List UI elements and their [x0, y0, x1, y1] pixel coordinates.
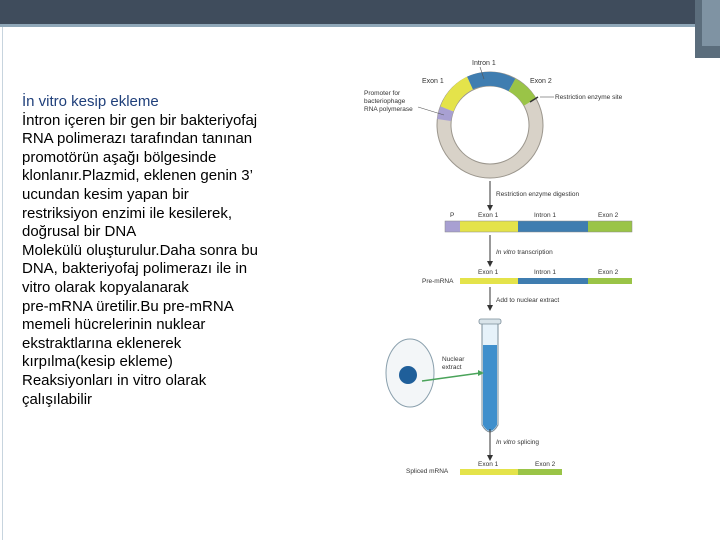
slide-body-line: çalışılabilir	[22, 390, 93, 408]
dna-exon2-block	[588, 221, 632, 232]
spliced-exon1-bar	[460, 469, 518, 475]
label-exon2-a: Exon 2	[598, 212, 619, 219]
label-exon2-top: Exon 2	[530, 78, 552, 85]
label-exon1-top: Exon 1	[422, 78, 444, 85]
slide-body-line: RNA polimerazı tarafından tanınan	[22, 130, 253, 148]
plasmid-promoter-segment	[437, 106, 454, 122]
spliced-exon2-bar	[518, 469, 562, 475]
label-restriction-site: Restriction enzyme site	[555, 94, 623, 101]
step-add-nuclear-extract: Add to nuclear extract	[496, 297, 559, 304]
label-exon1-c: Exon 1	[478, 461, 499, 468]
label-spliced-mrna: Spliced mRNA	[406, 468, 449, 475]
label-promoter-2: bacteriophage	[364, 98, 406, 105]
premrna-exon1-bar	[460, 278, 518, 284]
dna-exon1-block	[460, 221, 518, 232]
label-promoter-1: Promoter for	[364, 90, 401, 97]
slide-top-bar-accent	[0, 24, 720, 27]
slide-body-line: klonlanır.Plazmid, eklenen genin 3’	[22, 167, 253, 185]
label-nuclear-1: Nuclear	[442, 356, 465, 363]
slide-body-line: DNA, bakteriyofaj polimerazı ile in	[22, 260, 248, 278]
slide-corner-block-light	[702, 0, 720, 46]
step-in-vitro-transcription: In vitro transcription	[496, 249, 553, 256]
label-premrna: Pre-mRNA	[422, 278, 454, 285]
slide-text-block: İn vitro kesip ekleme İntron içeren bir …	[22, 93, 322, 409]
step-in-vitro-splicing: In vitro splicing	[496, 439, 539, 446]
slide-body-line: doğrusal bir DNA	[22, 223, 137, 241]
slide-title: İn vitro kesip ekleme	[22, 93, 159, 110]
premrna-intron1-bar	[518, 278, 588, 284]
slide-body-line: İntron içeren bir gen bir bakteriyofaj	[22, 111, 258, 129]
label-intron1-a: Intron 1	[534, 212, 556, 219]
label-exon1-a: Exon 1	[478, 212, 499, 219]
slide-body-line: kırpılma(kesip ekleme)	[22, 353, 173, 371]
plasmid-exon1-segment	[440, 76, 474, 112]
slide-body-line: promotörün aşağı bölgesinde	[22, 148, 217, 166]
slide-left-border	[2, 27, 3, 540]
label-exon1-b: Exon 1	[478, 269, 499, 276]
label-intron1-top: Intron 1	[472, 60, 496, 67]
step-restriction-digestion: Restriction enzyme digestion	[496, 191, 579, 198]
slide-top-bar	[0, 0, 720, 24]
slide-body-line: Reaksiyonları in vitro olarak	[22, 371, 207, 389]
label-intron1-b: Intron 1	[534, 269, 556, 276]
dna-intron1-block	[518, 221, 588, 232]
dna-promoter-block	[445, 221, 460, 232]
slide-body-line: ucundan kesim yapan bir	[22, 185, 189, 203]
slide-body-line: vitro olarak kopyalanarak	[22, 278, 189, 296]
label-promoter-3: RNA polymerase	[364, 106, 413, 113]
premrna-exon2-bar	[588, 278, 632, 284]
slide-body-line: Molekülü oluşturulur.Daha sonra bu	[22, 241, 258, 259]
plasmid-exon2-segment	[508, 78, 536, 106]
label-p: P	[450, 212, 454, 219]
plasmid-intron1-segment	[467, 71, 516, 92]
slide-body-line: pre-mRNA üretilir.Bu pre-mRNA	[22, 297, 234, 315]
slide-body-line: ekstraktlarına eklenerek	[22, 334, 182, 352]
slide-body-line: memeli hücrelerinin nuklear	[22, 316, 206, 334]
label-nuclear-2: extract	[442, 364, 462, 371]
slide-body-line: restriksiyon enzimi ile kesilerek,	[22, 204, 233, 222]
label-exon2-b: Exon 2	[598, 269, 619, 276]
nucleus-icon	[399, 366, 417, 384]
label-exon2-c: Exon 2	[535, 461, 556, 468]
splicing-diagram: Intron 1 Exon 1 Exon 2 Promoter for bact…	[364, 60, 633, 475]
